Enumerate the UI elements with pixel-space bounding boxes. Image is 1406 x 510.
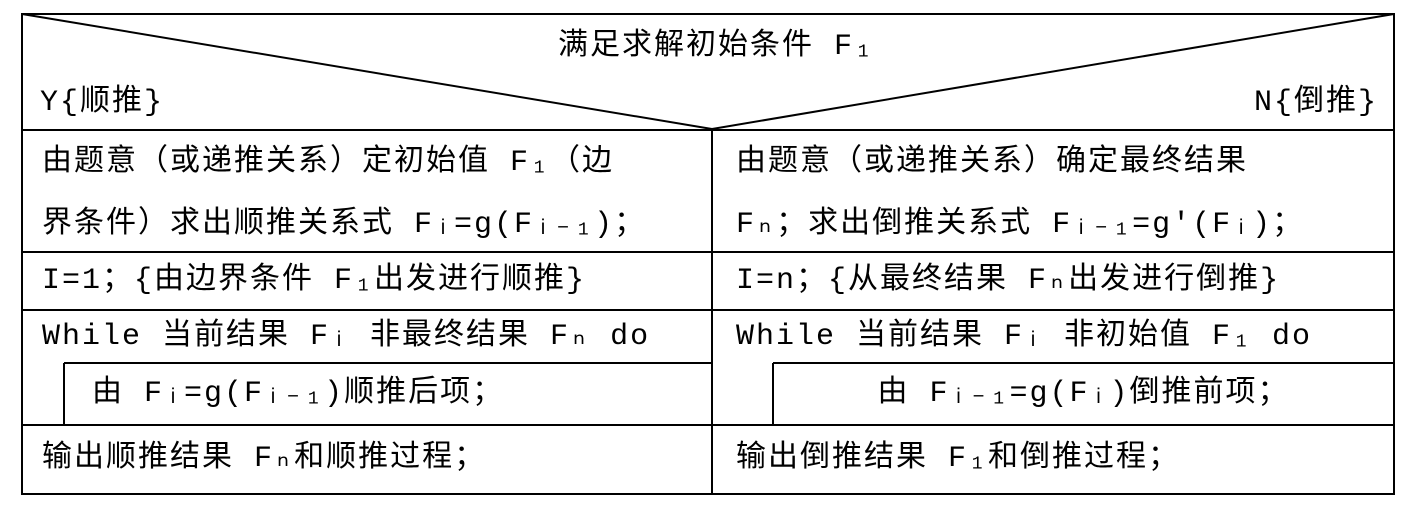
backward-while-loop: While 当前结果 Fᵢ 非初始值 F₁ do — [736, 320, 1313, 354]
forward-init-line-1: 由题意（或递推关系）定初始值 F₁（边 — [42, 146, 615, 180]
backward-loop-body: 由 Fᵢ₋₁=g(Fᵢ)倒推前项； — [877, 377, 1290, 411]
decision-diagonal-left — [21, 13, 713, 130]
outer-border — [21, 13, 1395, 495]
forward-output-step: 输出顺推结果 Fₙ和顺推过程； — [42, 442, 487, 476]
forward-while-loop: While 当前结果 Fᵢ 非最终结果 Fₙ do — [42, 320, 651, 354]
forward-start-step: I=1；{由边界条件 F₁出发进行顺推} — [42, 264, 587, 298]
backward-output-step: 输出倒推结果 F₁和倒推过程； — [736, 442, 1181, 476]
forward-loop-body: 由 Fᵢ=g(Fᵢ₋₁)顺推后项； — [92, 377, 505, 411]
decision-condition: 满足求解初始条件 F₁ — [558, 30, 875, 64]
decision-no-label: N{倒推} — [1253, 86, 1378, 120]
decision-diagonal-right — [711, 13, 1395, 130]
backward-init-line-2: Fₙ；求出倒推关系式 Fᵢ₋₁=g′(Fᵢ)； — [736, 208, 1305, 242]
backward-init-line-1: 由题意（或递推关系）确定最终结果 — [736, 146, 1248, 180]
forward-init-line-2: 界条件）求出顺推关系式 Fᵢ=g(Fᵢ₋₁)； — [42, 208, 647, 242]
backward-start-step: I=n；{从最终结果 Fₙ出发进行倒推} — [736, 264, 1281, 298]
decision-yes-label: Y{顺推} — [40, 86, 165, 120]
